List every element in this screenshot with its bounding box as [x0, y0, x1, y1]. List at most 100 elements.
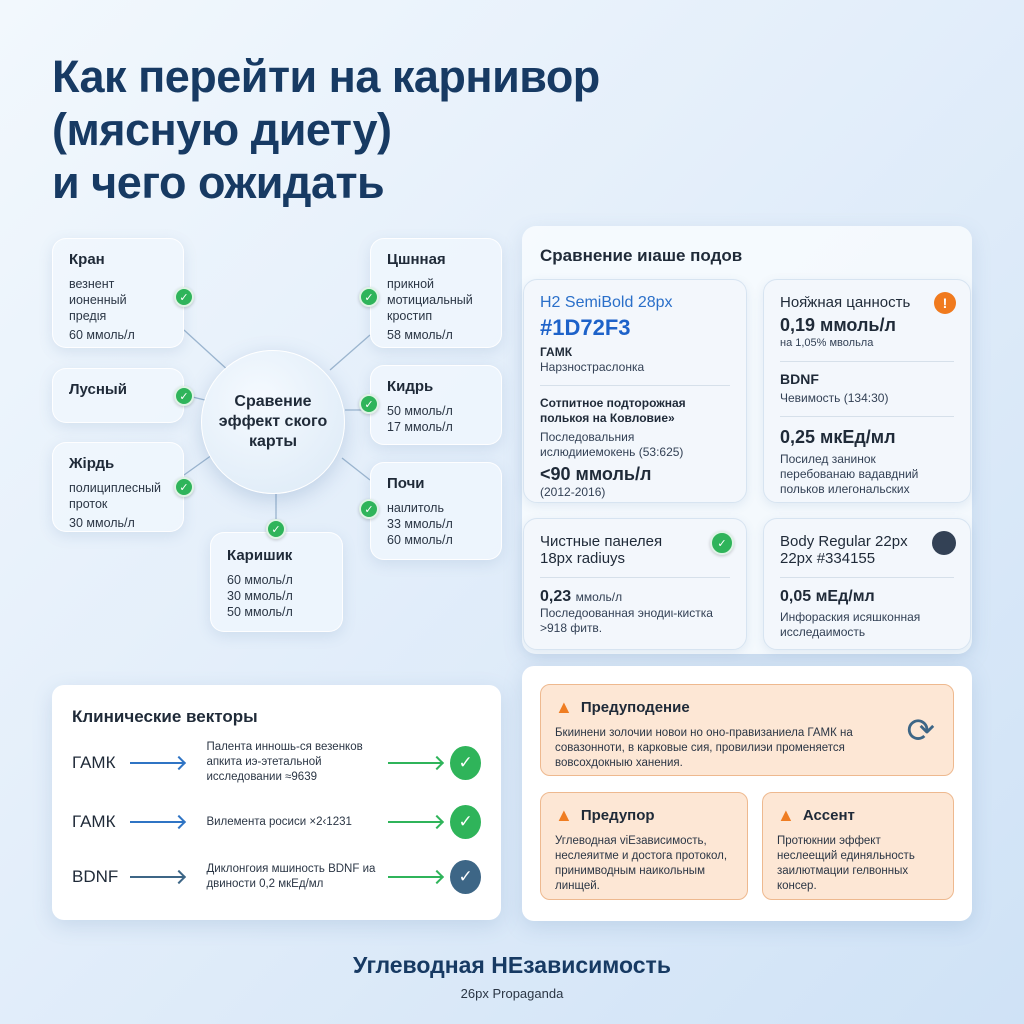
warning-box: ▲ Ассент Протюкнии эффект неслеещий единя… [762, 792, 954, 900]
node-title: Кидрь [387, 378, 434, 395]
node-line: везнент [69, 277, 115, 291]
arrow-icon [387, 821, 443, 823]
card-unit: ммоль/л [575, 590, 623, 604]
node-title: Почи [387, 475, 425, 492]
node-line: 30 ммоль/л [227, 589, 293, 603]
mindmap-node: Цшнная прикной мотициальный кростип 58 м… [370, 238, 502, 348]
warning-title: Предупор [580, 807, 655, 824]
mindmap-node: Каришик 60 ммоль/л 30 ммоль/л 50 ммоль/л [210, 532, 343, 632]
node-line: 50 ммоль/л [387, 404, 453, 418]
warning-icon: ▲ [555, 697, 573, 717]
card-desc: Последовальния ислюдииемокень (53:625) [540, 430, 684, 459]
comparison-card: Ноя̆жная цанность ! 0,19 ммоль/л на 1,05… [763, 279, 971, 503]
check-icon: ✓ [174, 386, 194, 406]
card-title: Клинические векторы [72, 707, 258, 726]
mindmap-node: Почи наιлитоль 33 ммоль/л 60 ммоль/л [370, 462, 502, 560]
vector-label: BDNF [72, 867, 119, 886]
page-title: Как перейти на карнивор (мясную диету) и… [52, 50, 600, 209]
mindmap-node: Лусный [52, 368, 184, 423]
warning-title: Ассент [802, 807, 855, 824]
vector-desc: Палента инношь-ся везенков апкита иэ-эте… [206, 741, 363, 783]
arrow-icon [387, 761, 443, 764]
node-line: кростип [387, 309, 433, 323]
node-value: 60 ммоль/л [69, 328, 135, 342]
node-line: 60 ммоль/л [387, 533, 453, 547]
vector-row: ГАМК Вилемента росиcи ×2‹1231 ✓ [72, 805, 482, 839]
arrow-icon [130, 821, 185, 823]
exclamation-icon: ! [934, 292, 956, 314]
node-value: 30 ммоль/л [69, 516, 135, 530]
card-label: BDNF [780, 371, 819, 387]
node-value: 58 ммоль/л [387, 328, 453, 342]
card-value: 0,05 мЕд/мл [780, 588, 875, 605]
node-title: Жірдь [69, 455, 115, 472]
warning-icon: ▲ [777, 805, 795, 825]
footer-subtitle: 26px Propaganda [460, 986, 564, 1001]
node-line: 17 ммоль/л [387, 420, 453, 434]
vector-label: ГАМК [72, 812, 116, 831]
panel-title: Сравнение иıаше подов [540, 246, 743, 265]
check-icon: ✓ [359, 287, 379, 307]
card-desc: Посилед занинок перебованаю вадавдний по… [780, 452, 919, 496]
arrow-icon [130, 761, 185, 764]
node-line: 50 ммоль/л [227, 605, 293, 619]
card-sub: 22px #334155 [780, 550, 876, 567]
check-icon: ✓ [174, 287, 194, 307]
title-line: (мясную диету) [52, 104, 392, 155]
check-icon: ✓ [359, 394, 379, 414]
node-line: предιя [69, 309, 107, 323]
card-sub: на 1,05% мвольла [780, 337, 874, 349]
title-line: Как перейти на карнивор [52, 51, 600, 102]
card-sub: 18px radiuys [540, 550, 626, 567]
warning-text: Бкиинени золочии новои но оно-правизание… [555, 727, 853, 769]
arrow-icon [130, 876, 185, 878]
card-value: 0,25 мкЕд/мл [780, 427, 896, 447]
card-desc: Инфораския исяшконная исследаимость [780, 610, 921, 639]
node-line: мотициальный [387, 293, 473, 307]
comparison-card: H2 SemiBold 28px #1D72F3 ГАМК Нарзнострa… [523, 279, 747, 503]
node-line: 33 ммоль/л [387, 517, 453, 531]
check-icon: ✓ [174, 477, 194, 497]
color-code: #1D72F3 [540, 315, 631, 340]
mindmap-node: Кран везнент ионенный предιя 60 ммоль/л [52, 238, 184, 348]
node-title: Кран [69, 251, 105, 268]
refresh-icon[interactable]: ⟳ [906, 712, 936, 750]
card-value: 0,23 [540, 588, 572, 605]
mindmap-node: Кидрь 50 ммоль/л 17 ммоль/л [370, 365, 502, 445]
vector-row: ГАМК Палента инношь-ся везенков апкита и… [72, 740, 482, 785]
card-value: <90 ммоль/л [540, 464, 652, 484]
node-line: 60 ммоль/л [227, 573, 293, 587]
check-icon: ✓ [450, 860, 482, 894]
card-heading: H2 SemiBold 28px [540, 294, 673, 311]
card-desc: Последоованная энодиι-кистка >918 фитв. [540, 606, 713, 635]
footer-title: Углеводная НЕзависимость [353, 952, 671, 978]
warning-title: Предуподение [580, 699, 690, 716]
node-line: полициплесный [69, 481, 161, 495]
node-line: прикной [387, 277, 435, 291]
card-years: (2012-2016) [540, 485, 606, 499]
card-label: ГАМК [540, 345, 573, 359]
vector-desc: Диклонгоия мшиность BDNF иа двиности 0,2… [206, 863, 376, 890]
node-title: Цшнная [387, 251, 446, 268]
card-sub: Нарзнострaслонка [540, 360, 645, 374]
warning-icon: ▲ [555, 805, 573, 825]
comparison-card: Чистные панелея 18px radiuys ✓ 0,23 ммол… [523, 518, 747, 650]
vector-row: BDNF Диклонгоия мшиность BDNF иа двиност… [72, 860, 482, 894]
warning-box: ▲ Предуподение Бкиинени золочии новои но … [540, 684, 954, 776]
card-sub: Чевимость (134:30) [780, 391, 889, 405]
card-heading: Body Regular 22px [780, 533, 908, 550]
card-heading: Чистные панелея [540, 533, 663, 550]
comparison-card: Body Regular 22px 22px #334155 0,05 мЕд/… [763, 518, 971, 650]
arrow-icon [387, 876, 443, 878]
node-line: ионенный [69, 293, 127, 307]
warning-box: ▲Предупор Углеводная viEзависимость, нес… [540, 792, 748, 900]
node-line: наιлитоль [387, 501, 444, 515]
vector-desc: Вилемента росиcи ×2‹1231 [206, 815, 352, 828]
clinical-vectors-card: Клинические векторы ГАМК Палента инношь-… [52, 685, 501, 920]
mindmap-center: Сравение эффект ского карты [201, 350, 345, 494]
warning-text: Протюкнии эффект неслеещий единяльность … [777, 835, 915, 892]
color-swatch [932, 531, 956, 555]
node-title: Каришик [227, 547, 293, 564]
card-value: 0,19 ммоль/л [780, 315, 896, 335]
vector-label: ГАМК [72, 752, 116, 772]
